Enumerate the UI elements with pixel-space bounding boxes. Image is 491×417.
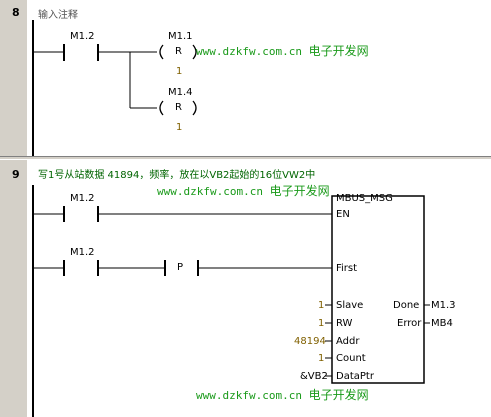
pin-en: EN bbox=[336, 209, 350, 220]
input-dataptr-value[interactable]: &VB2 bbox=[300, 371, 328, 382]
watermark-2: www.dzkfw.com.cn 电子开发网 bbox=[157, 182, 330, 199]
n8-coil-1-label: R bbox=[175, 46, 182, 57]
n9-rungs bbox=[33, 195, 430, 384]
n8-coil-2-address: M1.4 bbox=[168, 87, 193, 98]
watermark-2-url: www.dzkfw.com.cn bbox=[157, 185, 263, 198]
n8-coil-1-address: M1.1 bbox=[168, 31, 193, 42]
n9-p-contact-label: P bbox=[177, 262, 184, 273]
pin-done: Done bbox=[393, 300, 420, 311]
input-addr-value[interactable]: 48194 bbox=[294, 336, 326, 347]
network9-comment[interactable]: 写1号从站数据 41894，频率，放在以VB2起始的16位VW2中 bbox=[38, 170, 316, 181]
n9-contact-2-address: M1.2 bbox=[70, 247, 95, 258]
n8-contact-address: M1.2 bbox=[70, 31, 95, 42]
network-separator bbox=[0, 156, 491, 160]
watermark-1-cn: 电子开发网 bbox=[308, 44, 369, 58]
network9-gutter bbox=[0, 160, 27, 417]
n8-rung bbox=[33, 44, 157, 109]
pin-addr: Addr bbox=[336, 336, 360, 347]
block-title: MBUS_MSG bbox=[336, 193, 393, 204]
n8-coil-1-shape bbox=[159, 44, 197, 60]
input-slave-value[interactable]: 1 bbox=[318, 300, 325, 311]
output-error-value[interactable]: MB4 bbox=[431, 318, 453, 329]
network8-number: 8 bbox=[12, 6, 20, 19]
watermark-2-cn: 电子开发网 bbox=[269, 184, 330, 198]
n8-coil-1-param: 1 bbox=[176, 66, 183, 77]
input-rw-value[interactable]: 1 bbox=[318, 318, 325, 329]
pin-count: Count bbox=[336, 353, 366, 364]
pin-slave: Slave bbox=[336, 300, 364, 311]
n8-coil-2-shape bbox=[159, 100, 197, 116]
pin-error: Error bbox=[397, 318, 422, 329]
pin-rw: RW bbox=[336, 318, 353, 329]
n9-contact-1-address: M1.2 bbox=[70, 193, 95, 204]
pin-dataptr: DataPtr bbox=[336, 371, 374, 382]
output-done-value[interactable]: M1.3 bbox=[431, 300, 456, 311]
network8-comment[interactable]: 输入注释 bbox=[38, 10, 78, 21]
n8-coil-2-param: 1 bbox=[176, 122, 183, 133]
watermark-3-cn: 电子开发网 bbox=[308, 388, 369, 402]
network8-gutter bbox=[0, 0, 27, 156]
pin-first: First bbox=[336, 263, 358, 274]
watermark-3: www.dzkfw.com.cn 电子开发网 bbox=[196, 386, 369, 403]
watermark-3-url: www.dzkfw.com.cn bbox=[196, 389, 302, 402]
n8-coil-2-label: R bbox=[175, 102, 182, 113]
watermark-1-url: www.dzkfw.com.cn bbox=[196, 45, 302, 58]
network9-number: 9 bbox=[12, 168, 20, 181]
watermark-1: www.dzkfw.com.cn 电子开发网 bbox=[196, 42, 369, 59]
input-count-value[interactable]: 1 bbox=[318, 353, 325, 364]
